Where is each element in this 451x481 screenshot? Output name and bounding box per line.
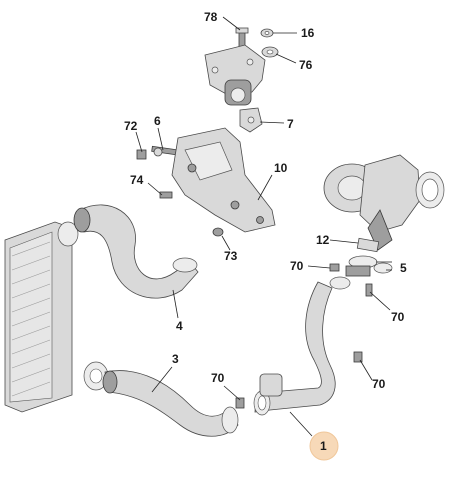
- gasket-76: [261, 46, 279, 58]
- stud-6: [151, 145, 177, 157]
- callout-7: 7: [287, 117, 294, 131]
- callout-76: 76: [299, 58, 313, 72]
- bolt-70-far-right: [365, 283, 373, 297]
- callout-72: 72: [124, 119, 138, 133]
- intercooler: [4, 221, 109, 413]
- callout-70-bottom: 70: [211, 371, 225, 385]
- callout-74: 74: [130, 173, 144, 187]
- callout-78: 78: [204, 10, 218, 24]
- callout-1-highlight: [309, 431, 339, 461]
- bolt-74: [159, 191, 173, 199]
- callout-70-right: 70: [290, 259, 304, 273]
- bolt-70-bottom: [235, 397, 245, 409]
- callout-70-lower-right: 70: [372, 377, 386, 391]
- turbocharger: [323, 154, 445, 251]
- callout-73: 73: [224, 249, 238, 263]
- callout-5: 5: [400, 261, 407, 275]
- bracket-7: [239, 107, 263, 133]
- hose-4: [73, 204, 199, 299]
- clamps-5: [345, 255, 393, 277]
- washer-16: [260, 28, 274, 38]
- callout-16: 16: [301, 26, 315, 40]
- flange-12: [356, 237, 380, 253]
- callout-3: 3: [172, 352, 179, 366]
- bolt-70-lower-right: [353, 351, 363, 363]
- callout-4: 4: [176, 319, 183, 333]
- bolt-70-right: [329, 263, 340, 272]
- hose-3: [102, 370, 239, 437]
- manifold-bracket-10: [171, 127, 276, 233]
- callout-12: 12: [316, 233, 330, 247]
- callout-70-far-right: 70: [391, 310, 405, 324]
- washer-73: [212, 227, 224, 237]
- pipe-1: [253, 276, 351, 416]
- callout-1: 1: [320, 439, 327, 453]
- leader-lines: [135, 16, 392, 437]
- callout-6: 6: [154, 114, 161, 128]
- valve-assembly-upper: [204, 44, 266, 106]
- callout-10: 10: [274, 161, 288, 175]
